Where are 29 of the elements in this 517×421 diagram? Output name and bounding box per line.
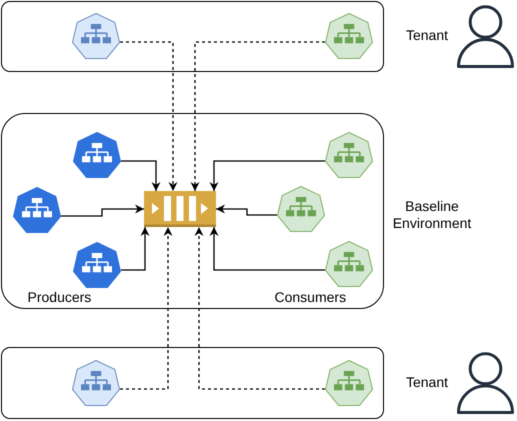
hierarchy-heptagon-icon [72,132,120,178]
rounded-panel [1,347,384,419]
dashed-arrow [120,41,178,191]
hierarchy-heptagon-icon [72,360,120,406]
arrow [61,204,144,217]
rounded-panel [1,113,384,309]
rounded-panel [1,1,384,72]
hierarchy-heptagon-icon [324,360,372,406]
dashed-arrow [194,227,325,390]
group-label: Consumers [274,288,346,306]
arrow [210,227,325,271]
group-label: Baseline Environment [392,198,472,232]
hierarchy-heptagon-icon [324,240,372,286]
dashed-arrow [190,41,325,191]
group-label: Tenant [404,27,450,44]
arrow [216,204,277,216]
arrow [210,160,325,191]
group-label: Producers [28,288,92,306]
hierarchy-heptagon-icon [276,186,324,232]
hierarchy-heptagon-icon [324,12,372,58]
hierarchy-heptagon-icon [324,132,372,178]
group-label: Tenant [404,374,450,391]
hierarchy-heptagon-icon [12,186,60,232]
dashed-arrow [120,227,172,390]
hierarchy-heptagon-icon [72,12,120,58]
arrow [121,227,150,271]
hierarchy-heptagon-icon [72,242,120,288]
arrow [121,160,160,191]
queue-icon [144,190,216,226]
